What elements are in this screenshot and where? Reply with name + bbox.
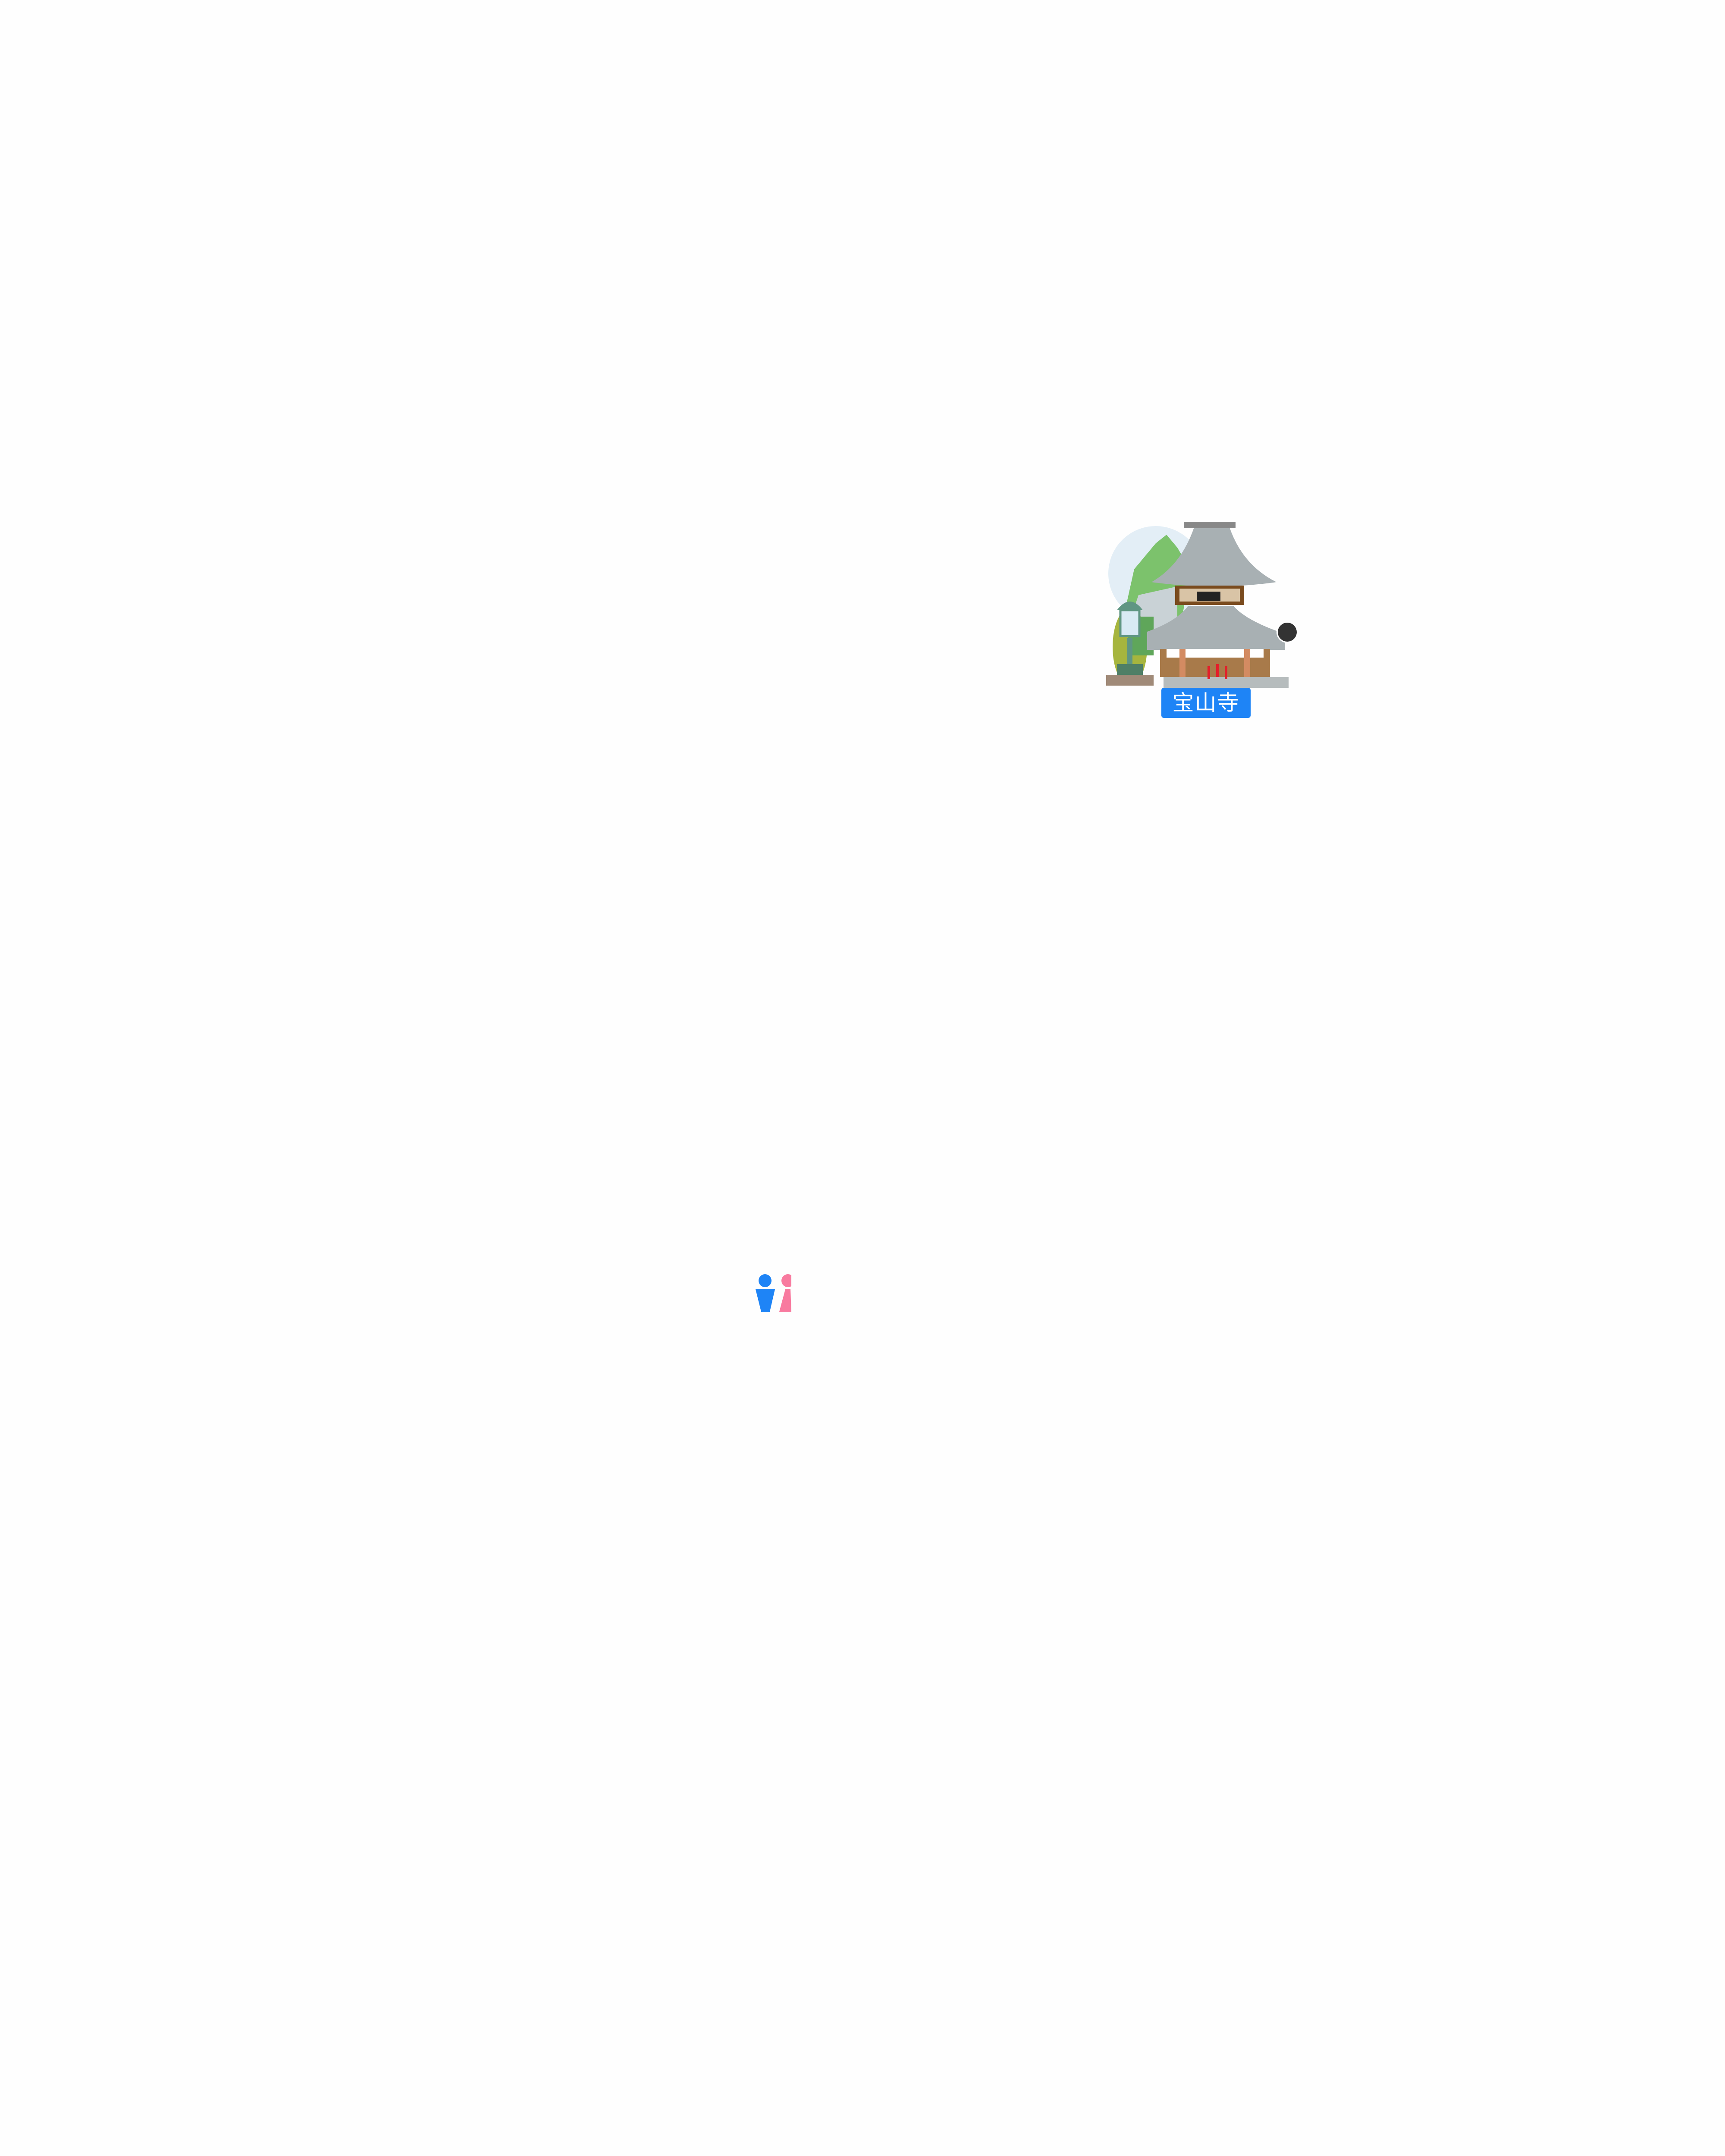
temple-icon[interactable] <box>1091 517 1289 690</box>
temple-label[interactable]: 宝山寺 <box>1161 688 1251 718</box>
male-figure-icon <box>759 1274 772 1287</box>
restroom-icon[interactable] <box>744 1272 794 1312</box>
location-marker-dot[interactable] <box>1276 621 1298 643</box>
female-figure-icon <box>781 1274 794 1287</box>
